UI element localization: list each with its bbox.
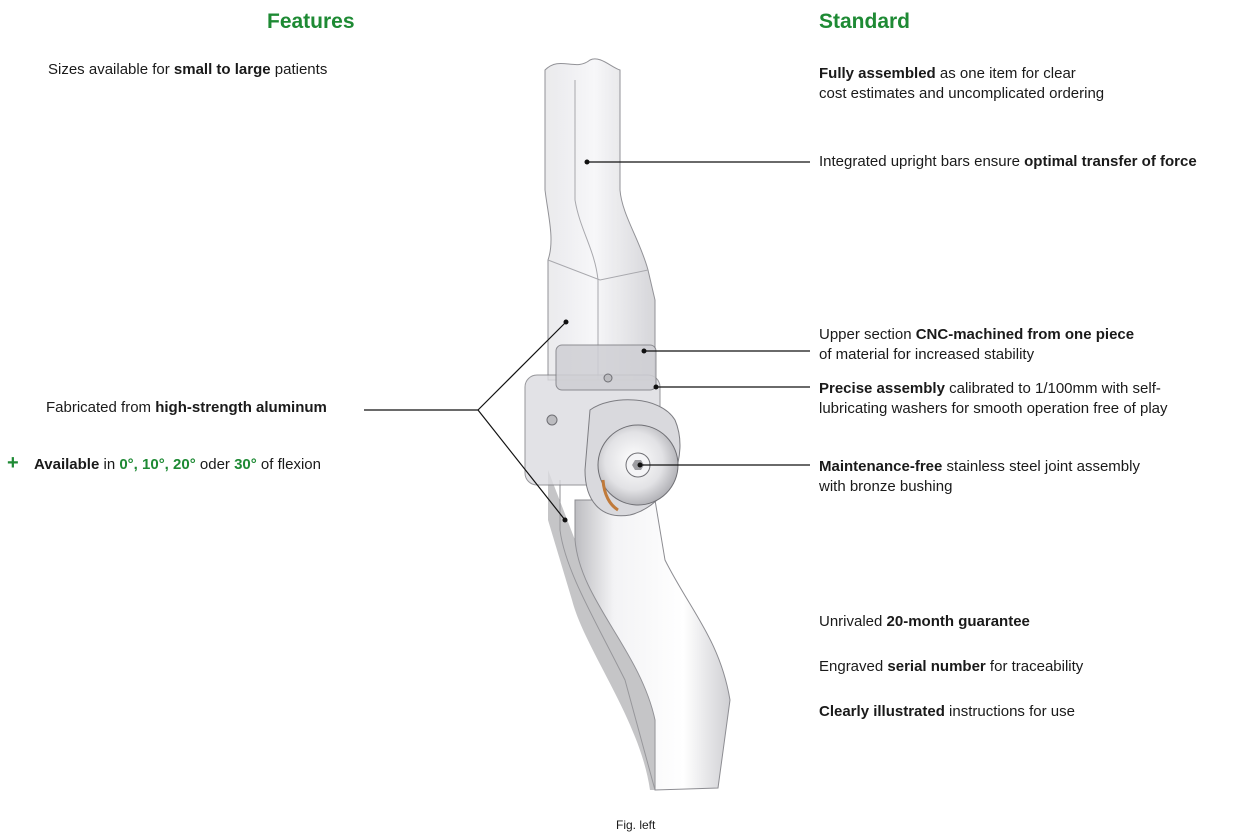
housing-screw	[546, 414, 558, 426]
feature-aluminum-pre: Fabricated from	[46, 399, 156, 416]
standard-assembled-line2: cost estimates and uncomplicated orderin…	[819, 85, 1105, 102]
standard-precise-line1: calibrated to 1/100mm with self-	[944, 380, 1161, 397]
standard-guarantee: Unrivaled 20-month guarantee	[819, 612, 1030, 632]
leader-lines-right	[587, 161, 810, 466]
standard-maintenance: Maintenance-free stainless steel joint a…	[819, 457, 1140, 497]
standard-maintenance-line2: with bronze bushing	[819, 478, 953, 495]
feature-available-oder: oder	[195, 456, 235, 473]
standard-maintenance-bold: Maintenance-free	[819, 458, 943, 475]
feature-aluminum: Fabricated from high-strength aluminum	[46, 398, 327, 418]
joint-top-block	[555, 344, 657, 391]
feature-available-post: of flexion	[256, 456, 321, 473]
standard-cnc: Upper section CNC-machined from one piec…	[819, 325, 1134, 365]
feature-sizes-pre: Sizes available for	[48, 61, 174, 78]
standard-precise: Precise assembly calibrated to 1/100mm w…	[819, 379, 1168, 419]
feature-available-last-angle: 30°	[234, 456, 257, 473]
upper-bar-fold	[547, 259, 649, 281]
standard-upright: Integrated upright bars ensure optimal t…	[819, 152, 1197, 172]
standard-maintenance-line1: stainless steel joint assembly	[942, 458, 1140, 475]
upper-bar-groove	[574, 80, 599, 380]
standard-serial-pre: Engraved	[819, 658, 888, 675]
standard-assembled-line1: as one item for clear	[935, 65, 1076, 82]
feature-available-in: in	[99, 456, 120, 473]
standard-guarantee-bold: 20-month guarantee	[886, 613, 1030, 630]
feature-sizes-bold: small to large	[173, 61, 271, 78]
leader-lines-left	[364, 321, 567, 521]
leader-dot-maintenance	[637, 462, 643, 468]
figure-caption: Fig. left	[616, 818, 656, 832]
standard-serial-post: for traceability	[985, 658, 1084, 675]
feature-aluminum-bold: high-strength aluminum	[155, 399, 327, 416]
standard-precise-bold: Precise assembly	[819, 380, 945, 397]
housing-screw-2	[603, 373, 613, 383]
leader-dot-cnc	[641, 348, 647, 354]
standard-illustrated-post: instructions for use	[944, 703, 1075, 720]
standard-serial-bold: serial number	[887, 658, 986, 675]
lower-bar-side	[548, 470, 655, 790]
standard-upright-bold: optimal transfer of force	[1024, 153, 1197, 170]
standard-heading: Standard	[819, 10, 911, 33]
leader-dot-aluminum-upper	[563, 319, 569, 325]
leader-dot-aluminum-lower	[562, 517, 568, 523]
standard-serial: Engraved serial number for traceability	[819, 657, 1083, 677]
standard-illustrated: Clearly illustrated instructions for use	[819, 702, 1075, 722]
upper-bar	[544, 58, 656, 381]
standard-assembled-bold: Fully assembled	[819, 65, 936, 82]
feature-available-bold: Available	[34, 456, 100, 473]
leader-dot-precise	[653, 384, 659, 390]
feature-available: Available in 0°, 10°, 20° oder 30° of fl…	[34, 455, 321, 475]
standard-assembled: Fully assembled as one item for clear co…	[819, 64, 1104, 104]
standard-illustrated-bold: Clearly illustrated	[819, 703, 945, 720]
standard-cnc-bold: CNC-machined from one piece	[915, 326, 1135, 343]
plus-icon: +	[7, 452, 19, 474]
feature-sizes: Sizes available for small to large patie…	[48, 60, 327, 80]
standard-cnc-pre: Upper section	[819, 326, 916, 343]
standard-precise-line2: lubricating washers for smooth operation…	[819, 400, 1168, 417]
standard-cnc-line2: of material for increased stability	[819, 346, 1035, 363]
leader-dot-upright	[584, 159, 590, 165]
standard-guarantee-pre: Unrivaled	[819, 613, 887, 630]
bronze-bushing	[601, 479, 619, 512]
feature-sizes-post: patients	[270, 61, 328, 78]
feature-available-angles: 0°, 10°, 20°	[119, 456, 196, 473]
standard-upright-pre: Integrated upright bars ensure	[819, 153, 1025, 170]
features-heading: Features	[267, 10, 355, 33]
